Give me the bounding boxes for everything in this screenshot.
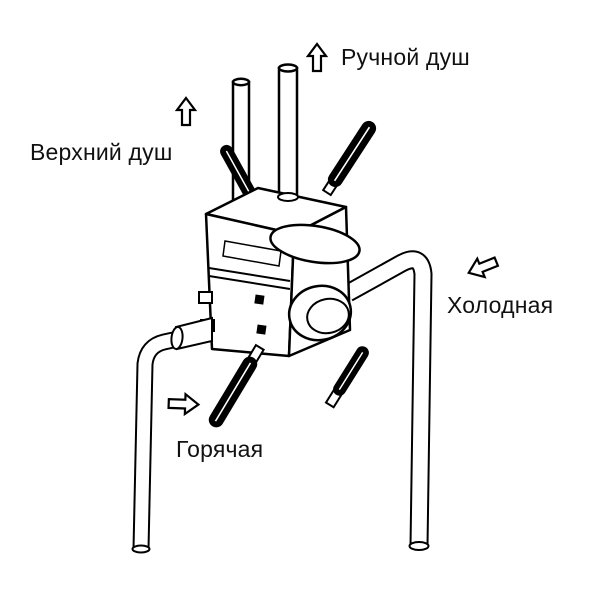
left-port <box>170 316 213 351</box>
label-cold-water: Холодная <box>447 292 554 318</box>
arrow-hot-water-icon <box>167 391 201 417</box>
label-overhead-shower: Верхний душ <box>30 139 173 165</box>
cold-water-pipe <box>343 250 433 551</box>
hot-water-pipe <box>131 322 216 554</box>
hand-shower-pipe <box>277 63 299 200</box>
lower-right-lever <box>324 346 369 409</box>
front-port <box>287 284 353 342</box>
arrow-up-overhead-shower-icon <box>174 96 198 127</box>
label-hand-shower: Ручной душ <box>341 44 470 70</box>
upper-right-lever <box>321 120 377 197</box>
arrow-cold-water-icon <box>467 256 500 279</box>
lower-left-lever <box>208 343 266 428</box>
label-hot-water: Горячая <box>176 436 264 462</box>
cartridge-oval <box>269 223 361 265</box>
arrow-up-hand-shower-icon <box>305 42 329 73</box>
